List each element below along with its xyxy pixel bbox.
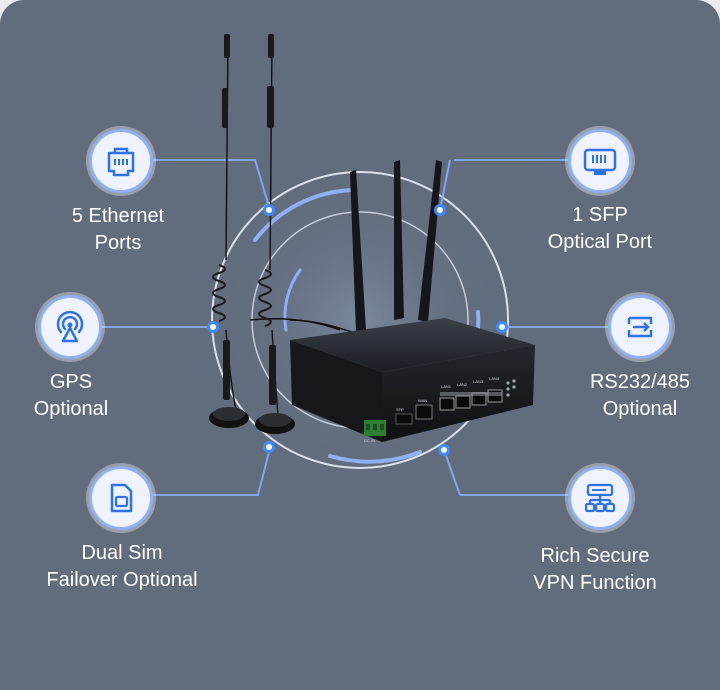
feature-ethernet-label: 5 Ethernet Ports (40, 203, 196, 257)
connector-dot-sim (263, 441, 275, 453)
feature-sfp-label: 1 SFP Optical Port (520, 202, 680, 256)
connector-dot-vpn (438, 444, 450, 456)
feature-gps-line2: Optional (33, 398, 109, 420)
serial-port-icon (608, 295, 672, 359)
feature-sfp-line2: Optical Port (547, 231, 653, 253)
feature-vpn-line1: Rich Secure (540, 545, 650, 567)
port-label-lan3: LAN3 (473, 379, 484, 384)
connector-dot-gps (207, 321, 219, 333)
feature-ethernet-line1: 5 Ethernet (71, 205, 165, 227)
feature-sim-line2: Failover Optional (46, 569, 198, 591)
feature-gps-line1: GPS (49, 371, 93, 393)
connector-dot-serial (496, 321, 508, 333)
feature-sim-label: Dual Sim Failover Optional (20, 540, 224, 594)
ethernet-port-icon (89, 129, 153, 193)
feature-gps-label: GPS Optional (10, 369, 132, 423)
feature-sim-line1: Dual Sim (81, 542, 163, 564)
feature-sfp-line1: 1 SFP (572, 204, 628, 226)
feature-ethernet-line2: Ports (94, 232, 142, 254)
port-label-lan2: LAN2 (457, 382, 468, 387)
port-label-lan1: LAN1 (441, 384, 452, 389)
feature-serial-line1: RS232/485 (589, 371, 691, 393)
connector-dot-ethernet (263, 204, 275, 216)
port-label-wan: WAN (418, 398, 427, 403)
sfp-port-icon (568, 129, 632, 193)
feature-serial-line2: Optional (602, 398, 678, 420)
port-label-power: DC IN (364, 438, 375, 443)
gps-antenna-icon (38, 295, 102, 359)
feature-vpn-line2: VPN Function (533, 572, 657, 594)
feature-serial-label: RS232/485 Optional (574, 369, 706, 423)
port-label-sfp: SFP (396, 407, 404, 412)
sim-card-icon (89, 466, 153, 530)
feature-vpn-label: Rich Secure VPN Function (514, 543, 676, 597)
port-label-lan4: LAN4 (489, 376, 500, 381)
network-topology-icon (568, 466, 632, 530)
connector-dot-sfp (434, 204, 446, 216)
